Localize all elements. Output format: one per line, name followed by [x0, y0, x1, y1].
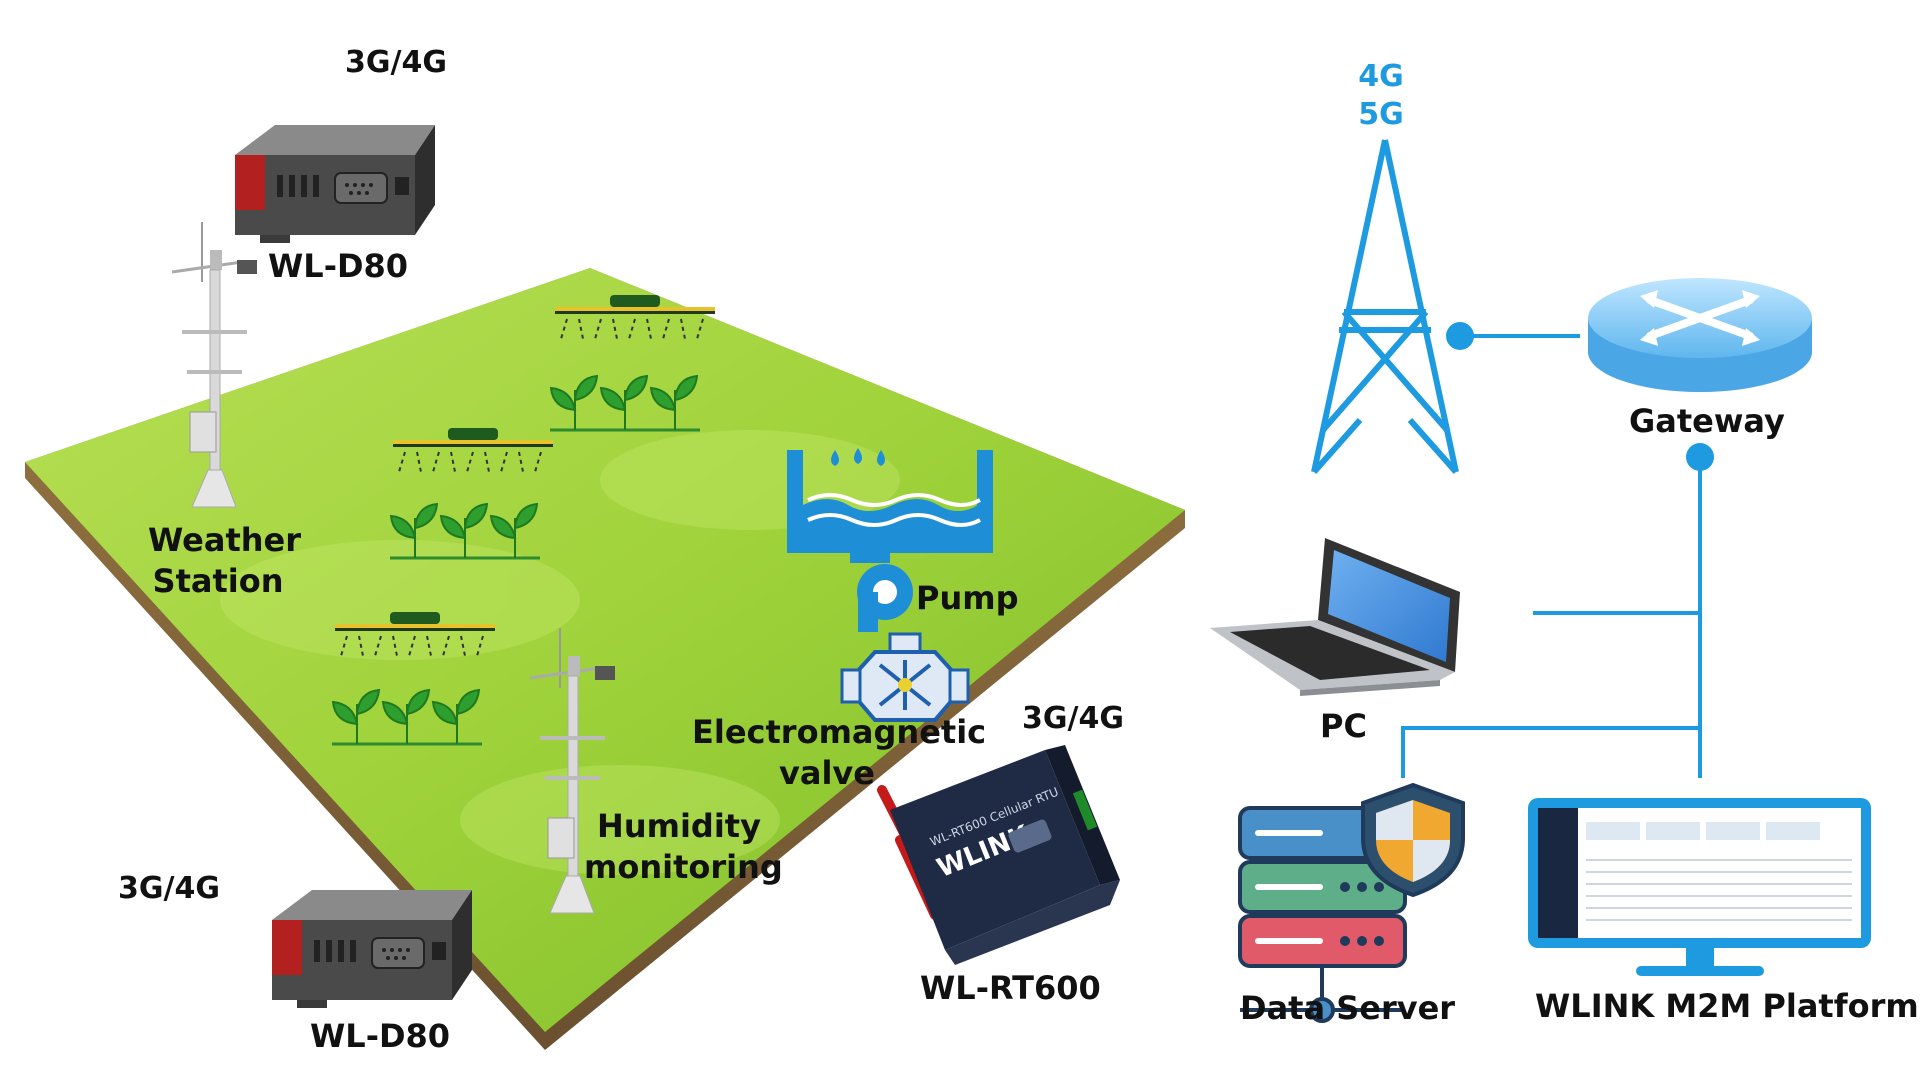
- humidity-label-line2: monitoring: [584, 847, 783, 886]
- water-tank-icon: [787, 448, 993, 563]
- d80-bottom-model-label: WL-D80: [310, 1017, 451, 1055]
- gateway-link-node: [1686, 443, 1714, 471]
- pc-label: PC: [1320, 707, 1367, 745]
- platform-label: WLINK M2M Platform: [1535, 987, 1919, 1025]
- cell-tower-icon: [1311, 139, 1459, 474]
- valve-label-line1: Electromagnetic: [692, 713, 987, 751]
- tower-network-label: 4G 5G: [1356, 58, 1406, 135]
- rt600-network-label: 3G/4G: [1022, 701, 1124, 736]
- tower-link-node: [1446, 322, 1474, 350]
- humidity-label-line1: Humidity: [597, 807, 761, 845]
- laptop-icon: [1210, 538, 1460, 696]
- weather-station-label: Weather Station: [148, 520, 302, 602]
- rt600-device-icon: WLINK WL-RT600 Cellular RTU: [877, 745, 1120, 965]
- network-links: [1401, 334, 1702, 778]
- humidity-label: Humidity monitoring: [584, 806, 783, 888]
- tower-network-label-line2: 5G: [1358, 97, 1404, 133]
- gateway-label: Gateway: [1629, 402, 1785, 440]
- monitor-icon: [1528, 798, 1871, 976]
- pump-label: Pump: [916, 579, 1019, 617]
- shield-icon: [1361, 782, 1465, 898]
- rt600-model-label: WL-RT600: [920, 969, 1101, 1007]
- data-server-label: Data Server: [1240, 989, 1456, 1027]
- valve-label-line2: valve: [779, 753, 875, 792]
- valve-label: Electromagnetic valve: [692, 712, 987, 794]
- d80-top-model-label: WL-D80: [268, 247, 409, 285]
- weather-station-label-line1: Weather: [148, 521, 302, 559]
- valve-icon: [840, 632, 970, 722]
- d80-top-network-label: 3G/4G: [345, 45, 447, 80]
- tower-network-label-line1: 4G: [1358, 59, 1404, 94]
- gateway-icon: [1588, 278, 1812, 392]
- d80-bottom-network-label: 3G/4G: [118, 871, 220, 906]
- pump-icon: [857, 564, 913, 632]
- weather-station-label-line2: Station: [152, 561, 284, 600]
